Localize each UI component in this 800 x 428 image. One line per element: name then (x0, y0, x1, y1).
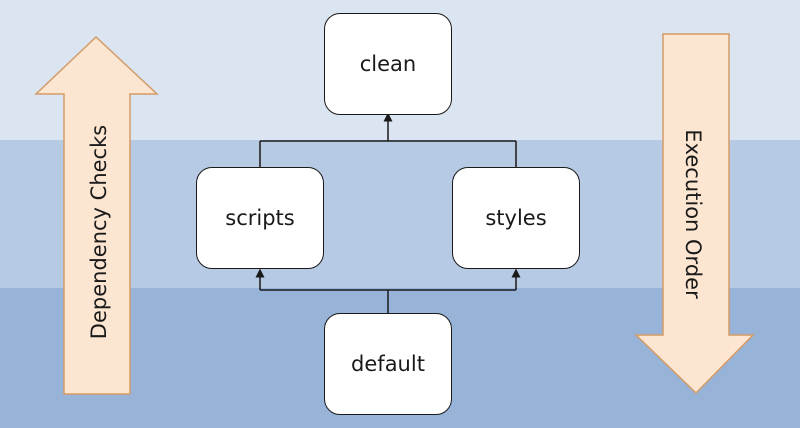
dependency-checks-arrow (34, 35, 159, 395)
dependency-checks-label: Dependency Checks (87, 125, 111, 339)
node-default[interactable]: default (324, 313, 452, 415)
node-styles-label: styles (485, 206, 547, 230)
execution-order-arrow (634, 33, 755, 395)
lower-connector (255, 268, 521, 313)
upper-connector (259, 112, 517, 167)
node-clean-label: clean (359, 52, 417, 76)
node-default-label: default (351, 352, 425, 376)
node-clean[interactable]: clean (324, 13, 452, 115)
node-scripts[interactable]: scripts (196, 167, 324, 269)
node-styles[interactable]: styles (452, 167, 580, 269)
node-scripts-label: scripts (225, 206, 295, 230)
execution-order-label: Execution Order (681, 129, 705, 299)
